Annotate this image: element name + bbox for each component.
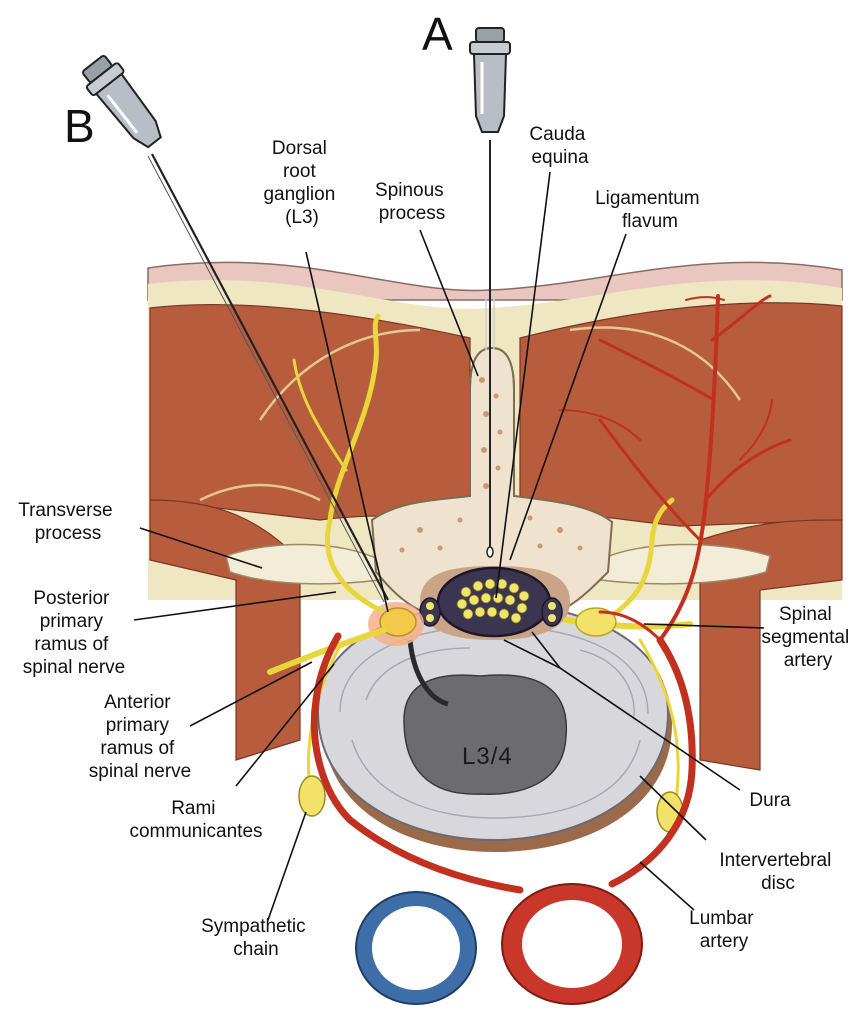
label-spinous-process: Spinous process [375,180,449,224]
spinal-canal [420,566,570,640]
label-spinal-segmental-artery: Spinal segmental artery [762,604,855,671]
label-cauda-equina: Cauda equina [529,124,590,168]
needle-a-label: A [422,8,453,60]
label-dorsal-root-ganglion: Dorsal root ganglion (L3) [263,138,340,228]
label-rami-communicantes: Rami communicantes [129,798,262,842]
aorta-lumen [522,900,622,988]
great-vessels [356,884,642,1004]
label-posterior-ramus: Posterior primary ramus of spinal nerve [23,588,125,678]
needle-b-hub-body [96,74,167,152]
leader-sympathetic-chain [268,812,306,920]
transverse-process-right [600,544,770,583]
sympathetic-ganglion-left [299,776,325,816]
label-anterior-ramus: Anterior primary ramus of spinal nerve [89,692,191,782]
label-ligamentum-flavum: Ligamentum flavum [595,188,705,232]
dura-sac [438,568,550,636]
label-lumbar-artery: Lumbar artery [689,908,759,952]
label-sympathetic-chain: Sympathetic chain [201,916,311,960]
disc-level-label: L3/4 [462,743,513,770]
needle-a-hub-body [474,54,506,132]
inferior-vena-cava-lumen [372,906,460,990]
needle-a-hub-cap [476,28,504,42]
right-paraspinal-muscle [520,303,842,526]
needle-a-tip [487,547,493,557]
label-dura: Dura [749,790,791,811]
leader-lumbar-artery [640,862,694,910]
intervertebral-disc-body: L3/4 [318,604,672,852]
needle-b-label: B [64,100,95,152]
needle-a-hub-ring [470,42,510,54]
label-intervertebral-disc: Intervertebral disc [719,850,836,894]
label-transverse-process: Transverse process [18,500,118,544]
